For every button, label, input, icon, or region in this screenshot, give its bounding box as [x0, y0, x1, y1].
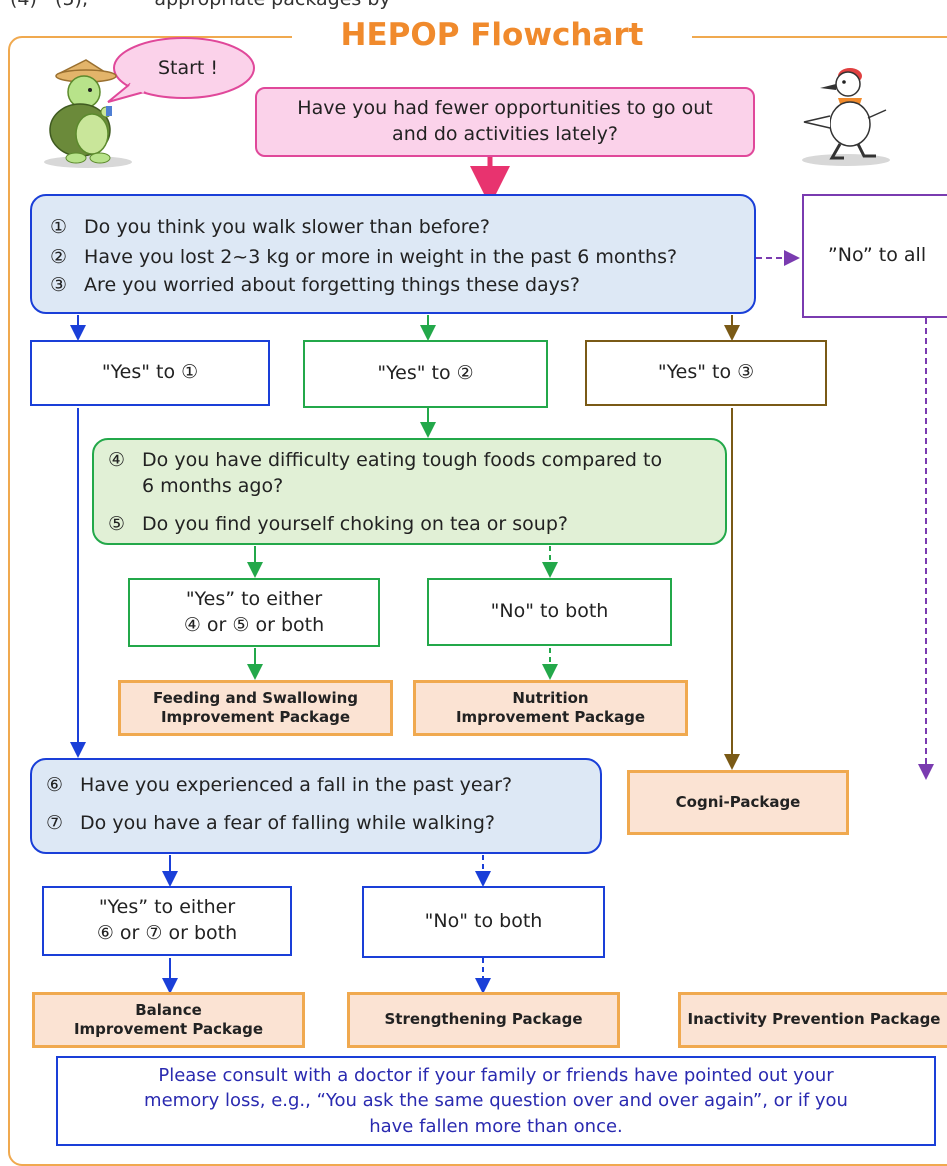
question-3-text: Are you worried about forgetting things … — [84, 274, 580, 296]
page-title: HEPOP Flowchart — [340, 17, 644, 53]
question-5: ⑤ Do you find yourself choking on tea or… — [108, 512, 568, 538]
question-4: ④ Do you have difficulty eating tough fo… — [108, 448, 718, 499]
duck-mascot-icon — [802, 68, 890, 166]
question-1: ① Do you think you walk slower than befo… — [50, 216, 490, 238]
eating-questions-box: ④ Do you have difficulty eating tough fo… — [92, 438, 727, 545]
question-7: ⑦ Do you have a fear of falling while wa… — [46, 812, 495, 834]
question-5-number: ⑤ — [108, 513, 126, 535]
feeding-package-line2: Improvement Package — [160, 708, 351, 726]
question-6-text: Have you experienced a fall in the past … — [80, 774, 513, 796]
doctor-note-line1: Please consult with a doctor if your fam… — [158, 1065, 834, 1087]
nutrition-package-line2: Improvement Package — [455, 708, 646, 726]
balance-package-line1: Balance — [135, 1000, 202, 1019]
intro-question-line2: and do activities lately? — [392, 123, 618, 145]
nutrition-package: Nutrition Improvement Package — [413, 680, 688, 736]
inactivity-prevention-package: Inactivity Prevention Package — [678, 992, 947, 1048]
question-3-number: ③ — [50, 274, 68, 296]
eating-yes-line1: "Yes” to either — [185, 587, 323, 610]
question-1-number: ① — [50, 216, 68, 238]
balance-package-line2: Improvement Package — [73, 1020, 264, 1038]
intro-question-line1: Have you had fewer opportunities to go o… — [297, 97, 713, 120]
cogni-package: Cogni-Package — [627, 770, 849, 835]
yes-to-1-box: "Yes" to ① — [30, 340, 270, 406]
eating-yes-box: "Yes” to either ④ or ⑤ or both — [128, 578, 380, 647]
question-2: ② Have you lost 2~3 kg or more in weight… — [50, 246, 677, 268]
fall-questions-box: ⑥ Have you experienced a fall in the pas… — [30, 758, 602, 854]
start-label: Start ! — [157, 57, 219, 79]
question-2-text: Have you lost 2~3 kg or more in weight i… — [84, 246, 678, 268]
nutrition-package-line1: Nutrition — [512, 688, 589, 707]
balance-package: Balance Improvement Package — [32, 992, 305, 1048]
question-1-text: Do you think you walk slower than before… — [84, 216, 490, 238]
question-2-number: ② — [50, 246, 68, 268]
doctor-note-line3: have fallen more than once. — [369, 1115, 623, 1137]
eating-no-box: "No" to both — [427, 578, 672, 646]
start-speech-bubble — [107, 37, 255, 103]
fall-yes-box: "Yes” to either ⑥ or ⑦ or both — [42, 886, 292, 956]
fall-yes-line2: ⑥ or ⑦ or both — [96, 922, 238, 944]
question-5-text: Do you find yourself choking on tea or s… — [142, 513, 568, 535]
eating-yes-line2: ④ or ⑤ or both — [183, 613, 325, 636]
fall-no-box: "No" to both — [362, 886, 605, 958]
strengthening-package: Strengthening Package — [347, 992, 620, 1048]
question-7-number: ⑦ — [46, 812, 64, 834]
question-6-number: ⑥ — [46, 774, 64, 796]
feeding-package-line1: Feeding and Swallowing — [152, 688, 359, 707]
yes-to-3-box: "Yes" to ③ — [585, 340, 827, 406]
no-to-all-box: ”No” to all — [802, 194, 947, 318]
doctor-consult-note: Please consult with a doctor if your fam… — [56, 1056, 936, 1146]
question-6: ⑥ Have you experienced a fall in the pas… — [46, 774, 512, 796]
intro-question-box: Have you had fewer opportunities to go o… — [255, 87, 755, 157]
question-4-text-line1: Do you have difficulty eating tough food… — [142, 449, 663, 471]
yes-to-2-box: "Yes" to ② — [303, 340, 548, 408]
question-3: ③ Are you worried about forgetting thing… — [50, 274, 580, 296]
main-questions-box: ① Do you think you walk slower than befo… — [30, 194, 756, 314]
cropped-caption-fragment: (4) · (5), · · · · · appropriate package… — [10, 0, 391, 10]
feeding-swallowing-package: Feeding and Swallowing Improvement Packa… — [118, 680, 393, 736]
doctor-note-line2: memory loss, e.g., “You ask the same que… — [144, 1090, 848, 1112]
turtle-mascot-icon — [44, 59, 132, 168]
question-4-number: ④ — [108, 449, 126, 471]
fall-yes-line1: "Yes” to either — [98, 896, 236, 919]
question-4-text-line2: 6 months ago? — [142, 474, 284, 497]
question-7-text: Do you have a fear of falling while walk… — [80, 812, 495, 834]
title-backing — [292, 20, 692, 54]
